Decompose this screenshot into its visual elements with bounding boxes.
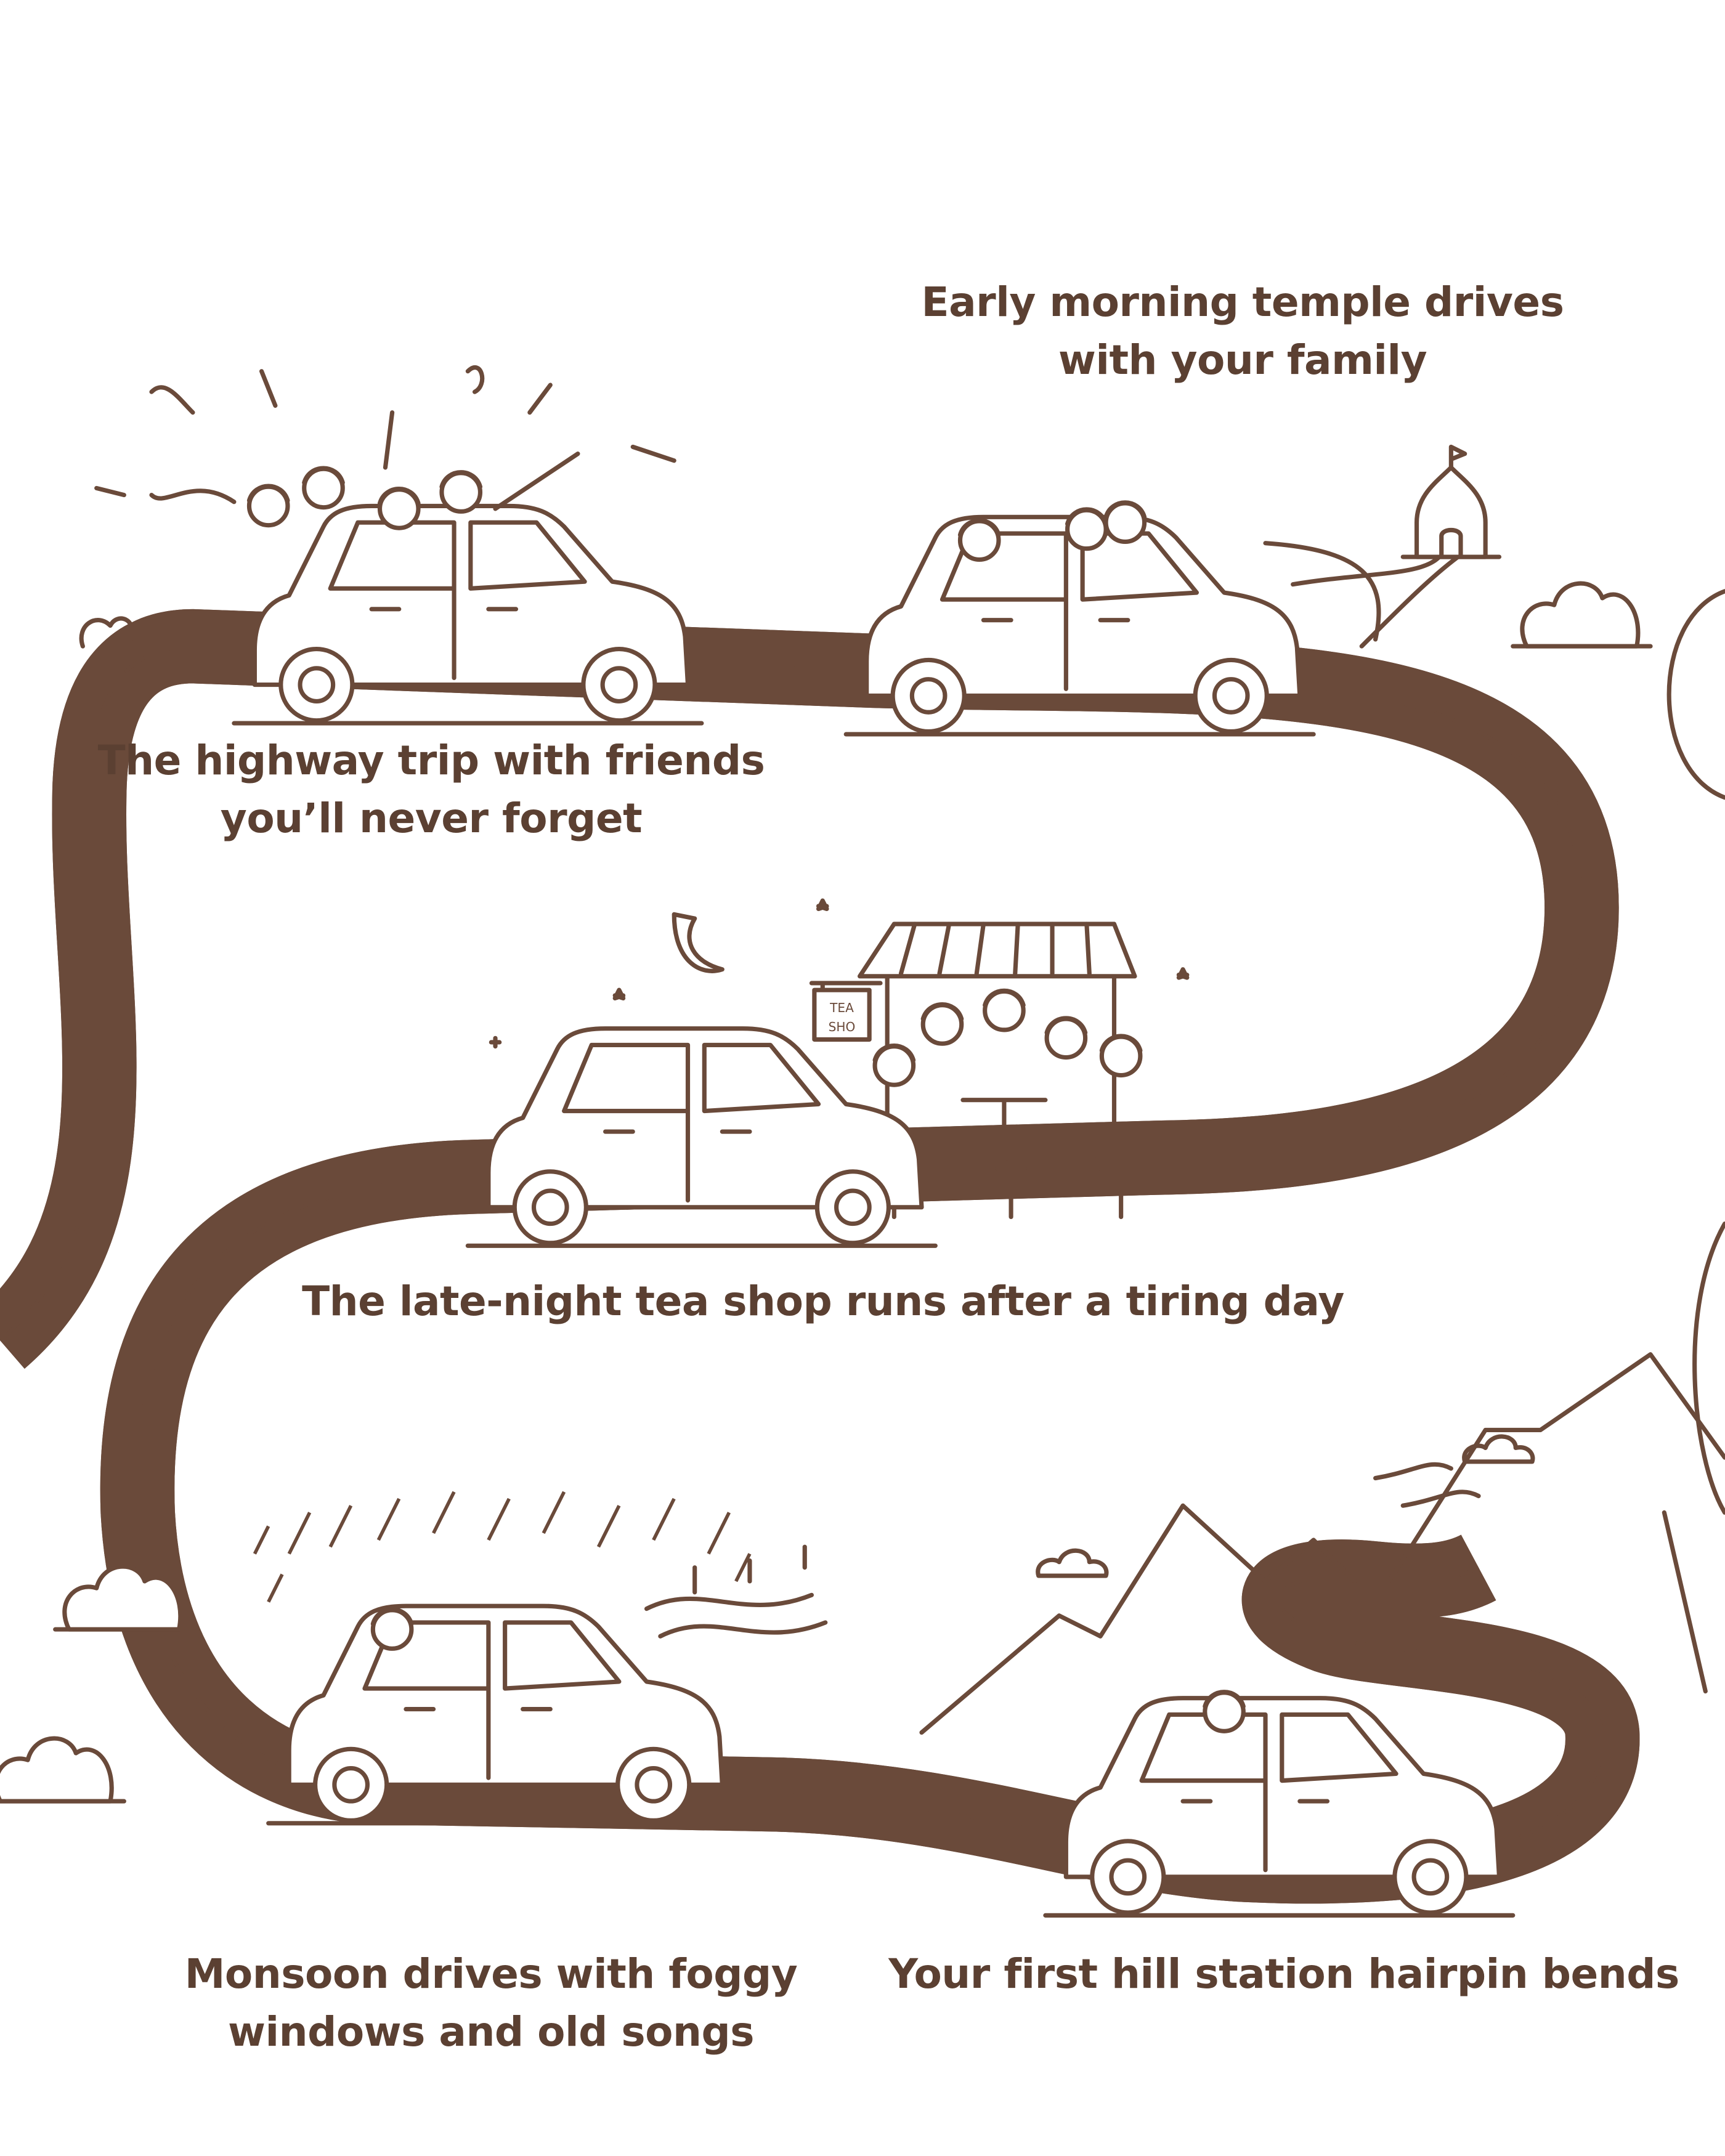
- star-icon: [489, 898, 1190, 1049]
- caption-tea-shop: The late-night tea shop runs after a tir…: [302, 1273, 1344, 1331]
- driver: [1205, 1692, 1244, 1732]
- caption-line: Monsoon drives with foggy: [184, 1950, 798, 1998]
- caption-monsoon: Monsoon drives with foggy windows and ol…: [185, 1945, 798, 2061]
- smoke-icon: [79, 616, 135, 649]
- rain: [253, 1491, 752, 1603]
- bush-icon: [1513, 583, 1650, 646]
- caption-line: The late-night tea shop runs after a tir…: [302, 1278, 1344, 1325]
- road: [0, 541, 1725, 1866]
- caption-temple: Early morning temple drives with your fa…: [922, 274, 1564, 389]
- music-notes-icon: [644, 1544, 828, 1639]
- caption-line: Early morning temple drives: [921, 278, 1564, 326]
- caption-line: windows and old songs: [228, 2008, 754, 2056]
- mountains: [919, 1352, 1725, 1735]
- caption-line: The highway trip with friends: [97, 737, 765, 784]
- temple-icon: [1400, 444, 1502, 559]
- caption-line: Your first hill station hairpin bends: [888, 1950, 1679, 1998]
- caption-line: with your family: [1058, 336, 1427, 384]
- caption-line: you’ll never forget: [220, 795, 643, 842]
- bush-icon: [0, 1738, 124, 1801]
- caption-hill: Your first hill station hairpin bends: [888, 1945, 1679, 2003]
- friends: [94, 365, 676, 529]
- night-car: [468, 1029, 935, 1246]
- svg-text:SHO: SHO: [829, 1019, 856, 1034]
- svg-text:TEA: TEA: [829, 1000, 854, 1015]
- driver: [373, 1610, 412, 1649]
- caption-highway: The highway trip with friends you’ll nev…: [98, 732, 765, 848]
- tea-shop: TEA SHO: [672, 912, 1144, 1220]
